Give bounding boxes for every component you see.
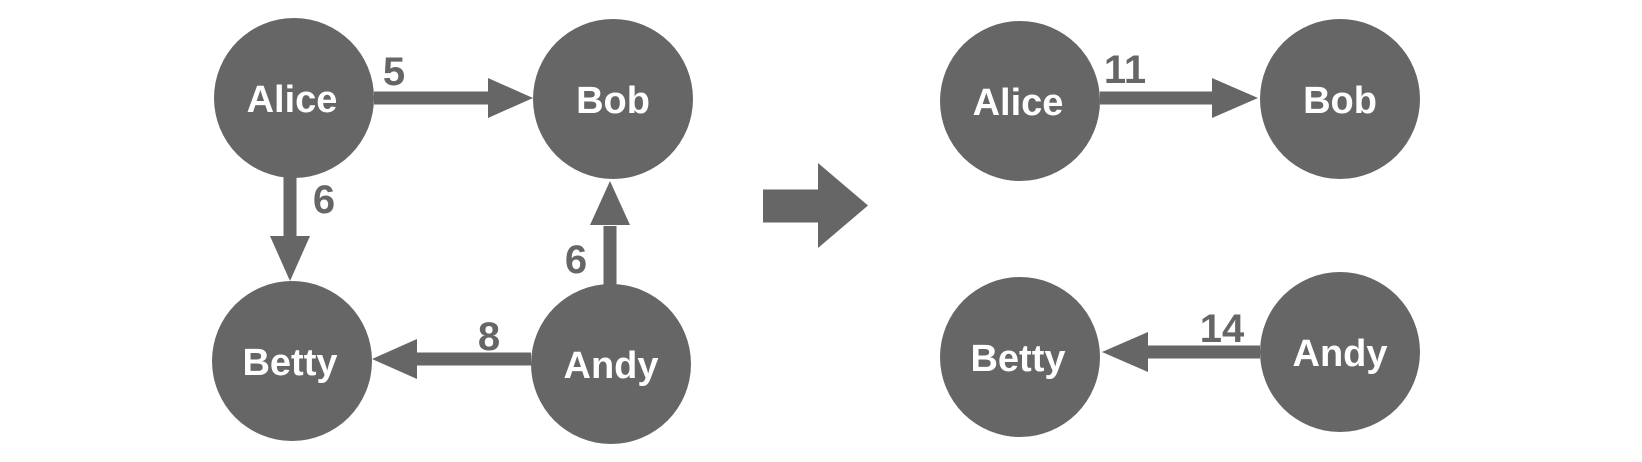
node-label: Andy	[564, 345, 659, 387]
node-circle	[940, 21, 1100, 181]
edge-alice-bob: 5	[374, 50, 533, 118]
node-label: Alice	[247, 79, 338, 121]
node-betty: Betty	[212, 281, 372, 441]
edge-weight-label: 6	[313, 178, 335, 222]
graph-after: 11 14 Alice Bob Betty Andy	[940, 19, 1420, 437]
node-alice: Alice	[940, 21, 1100, 181]
node-andy: Andy	[531, 284, 691, 444]
edge-weight-label: 8	[478, 315, 500, 359]
arrowhead-icon	[372, 339, 417, 379]
edge-weight-label: 5	[383, 50, 405, 94]
graph-before: 5 6 6 8 Alice Bob	[212, 18, 693, 444]
edge-weight-label: 14	[1200, 307, 1245, 351]
node-circle	[531, 284, 691, 444]
node-label: Bob	[576, 80, 650, 122]
node-label: Betty	[242, 342, 337, 384]
node-label: Bob	[1303, 80, 1377, 122]
node-alice: Alice	[214, 18, 374, 178]
edge-alice-betty: 6	[270, 176, 335, 281]
node-betty: Betty	[940, 277, 1100, 437]
node-bob: Bob	[533, 19, 693, 179]
node-circle	[1260, 272, 1420, 432]
arrowhead-icon	[590, 181, 630, 225]
edge-andy-betty: 8	[372, 315, 531, 379]
node-label: Betty	[970, 338, 1065, 380]
edge-weight-label: 11	[1104, 48, 1146, 92]
edge-alice-bob: 11	[1100, 48, 1258, 118]
arrowhead-icon	[488, 78, 533, 118]
node-circle	[214, 18, 374, 178]
arrowhead-icon	[1102, 332, 1148, 372]
node-label: Alice	[973, 82, 1064, 124]
node-circle	[212, 281, 372, 441]
edge-andy-betty: 14	[1102, 307, 1260, 372]
arrowhead-icon	[1212, 78, 1258, 118]
node-label: Andy	[1293, 333, 1388, 375]
edge-weight-label: 6	[565, 238, 587, 282]
transform-arrow-icon	[763, 163, 868, 248]
node-circle	[1260, 19, 1420, 179]
node-circle	[533, 19, 693, 179]
node-circle	[940, 277, 1100, 437]
node-andy: Andy	[1260, 272, 1420, 432]
edge-andy-bob: 6	[565, 181, 630, 286]
node-bob: Bob	[1260, 19, 1420, 179]
arrowhead-icon	[270, 236, 310, 281]
